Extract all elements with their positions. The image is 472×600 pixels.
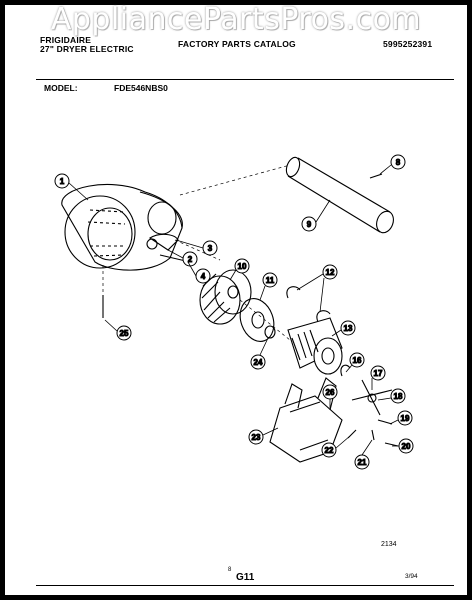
callout-16: 16 xyxy=(349,352,365,368)
spring-16 xyxy=(340,364,351,377)
callout-13: 13 xyxy=(340,320,356,336)
callout-12-label: 12 xyxy=(326,268,335,277)
model-number: FDE546NBS0 xyxy=(114,83,168,93)
screw-20 xyxy=(384,442,399,447)
callout-10-label: 10 xyxy=(238,262,247,271)
pin-19 xyxy=(377,419,393,425)
callout-4-label: 4 xyxy=(201,272,206,281)
product-subtitle: 27" DRYER ELECTRIC xyxy=(40,44,134,54)
callout-10: 10 xyxy=(234,258,250,274)
callout-17-label: 17 xyxy=(374,369,383,378)
footer-rule xyxy=(36,585,454,586)
callout-3: 3 xyxy=(202,240,218,256)
duct-screw xyxy=(369,173,383,179)
brand-name: FRIGIDAIRE xyxy=(40,35,92,45)
callout-19-label: 19 xyxy=(401,414,410,423)
assembly-lines xyxy=(102,164,291,341)
bolt-3 xyxy=(146,238,158,250)
catalog-part-number: 5995252391 xyxy=(383,39,433,49)
callout-2: 2 xyxy=(182,251,198,267)
drive-motor xyxy=(287,317,343,375)
callout-18: 18 xyxy=(390,388,406,404)
idler-arm xyxy=(351,379,393,416)
model-label: MODEL: xyxy=(44,83,78,93)
model-row: MODEL: FDE546NBS0 xyxy=(36,79,454,93)
screw-21 xyxy=(371,429,375,441)
callout-26: 26 xyxy=(322,384,338,400)
catalog-date: 3/94 xyxy=(405,573,418,580)
callout-19: 19 xyxy=(397,410,413,426)
callout-23: 23 xyxy=(248,429,264,445)
callout-17: 17 xyxy=(370,365,386,381)
callout-8: 8 xyxy=(390,154,406,170)
callout-4: 4 xyxy=(195,268,211,284)
clip-12b xyxy=(316,310,331,323)
catalog-page xyxy=(5,5,467,595)
callout-22-label: 22 xyxy=(325,446,334,455)
figure-code: 2134 xyxy=(381,541,397,548)
callout-23-label: 23 xyxy=(252,433,261,442)
callout-9: 9 xyxy=(301,216,317,232)
exhaust-duct xyxy=(285,156,394,234)
page-number: 8 xyxy=(228,567,232,573)
callout-24-label: 24 xyxy=(254,358,263,367)
bracket-2 xyxy=(148,233,179,251)
callout-24: 24 xyxy=(250,354,266,370)
callout-12: 12 xyxy=(322,264,338,280)
callout-21-label: 21 xyxy=(358,458,367,467)
callout-11: 11 xyxy=(262,272,278,288)
nut-24 xyxy=(264,325,276,339)
catalog-title: FACTORY PARTS CATALOG xyxy=(178,39,296,49)
callout-2-label: 2 xyxy=(188,255,193,264)
watermark-text: AppliancePartsPros.com xyxy=(50,2,422,37)
callout-1-label: 1 xyxy=(60,177,65,186)
callout-8-label: 8 xyxy=(396,158,401,167)
callout-22: 22 xyxy=(321,442,337,458)
blower-housing xyxy=(61,183,183,271)
callout-21: 21 xyxy=(354,454,370,470)
callout-3-label: 3 xyxy=(208,244,213,253)
callout-18-label: 18 xyxy=(394,392,403,401)
callout-16-label: 16 xyxy=(353,356,362,365)
callout-26-label: 26 xyxy=(326,388,335,397)
callout-13-label: 13 xyxy=(344,324,353,333)
callout-20-label: 20 xyxy=(402,442,411,451)
callout-1: 1 xyxy=(54,173,70,189)
callout-20: 20 xyxy=(398,438,414,454)
callout-9-label: 9 xyxy=(307,220,312,229)
clip-12a xyxy=(286,286,301,299)
callout-11-label: 11 xyxy=(266,276,275,285)
callout-leaders xyxy=(68,164,399,456)
page-id: G11 xyxy=(236,572,255,583)
drive-pulley xyxy=(239,298,275,342)
callout-25: 25 xyxy=(116,325,132,341)
callout-25-label: 25 xyxy=(120,329,129,338)
